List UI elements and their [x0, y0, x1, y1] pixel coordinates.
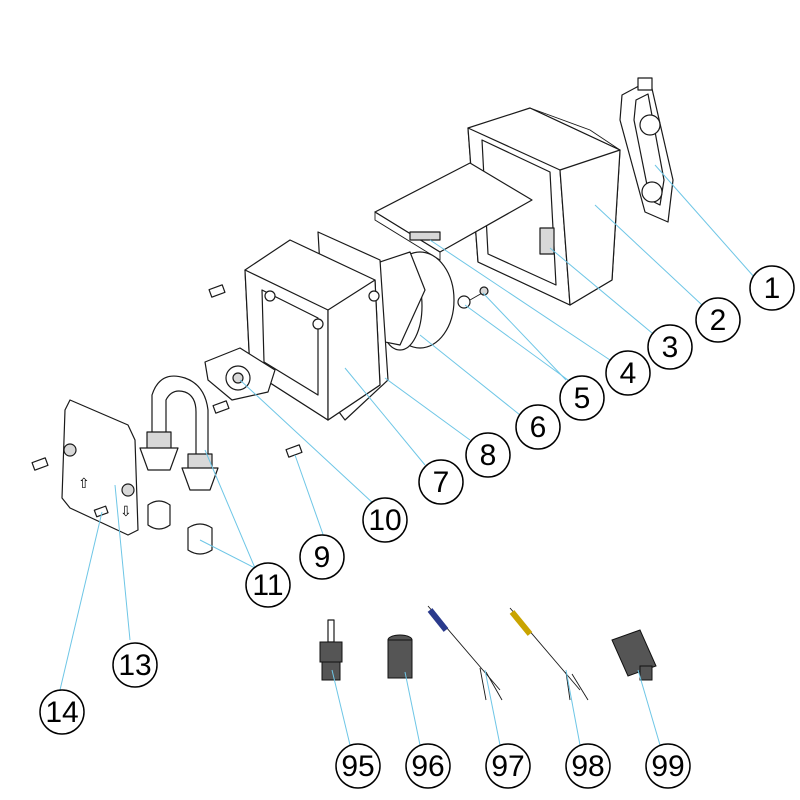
screw-washer-part — [457, 286, 489, 309]
callout-2: 2 — [695, 297, 741, 343]
callout-label: 7 — [433, 466, 450, 499]
arrow-down-icon: ⇩ — [120, 504, 132, 520]
callout-label: 3 — [662, 331, 679, 364]
callout-9: 9 — [299, 534, 345, 580]
circuit-board-part — [374, 162, 533, 261]
callout-3: 3 — [647, 324, 693, 370]
callout-label: 9 — [314, 541, 331, 574]
leader-lines — [59, 164, 756, 746]
callout-label: 5 — [574, 382, 591, 415]
callout-8: 8 — [465, 432, 511, 478]
callout-label: 99 — [651, 750, 684, 783]
tube-fittings-part — [139, 375, 219, 555]
accessory-96-nut — [387, 634, 413, 679]
arrow-up-icon: ⇧ — [78, 476, 90, 492]
callout-98: 98 — [565, 743, 611, 789]
cover-part: ⇧ ⇩ — [61, 399, 139, 536]
callout-14: 14 — [39, 689, 85, 735]
callout-5: 5 — [559, 375, 605, 421]
callout-13: 13 — [112, 642, 158, 688]
callout-label: 98 — [571, 750, 604, 783]
callout-97: 97 — [485, 743, 531, 789]
callout-1: 1 — [749, 265, 795, 311]
callout-4: 4 — [605, 350, 651, 396]
callout-10: 10 — [362, 497, 408, 543]
callout-99: 99 — [645, 743, 691, 789]
callout-95: 95 — [335, 743, 381, 789]
callout-label: 11 — [252, 569, 283, 602]
callout-96: 96 — [405, 743, 451, 789]
screws-part — [31, 284, 303, 518]
motor-part — [374, 251, 455, 351]
callout-label: 97 — [491, 750, 524, 783]
callout-label: 13 — [118, 649, 151, 682]
callout-label: 10 — [368, 504, 401, 537]
accessory-99-valve — [611, 629, 657, 681]
wall-bracket-part — [619, 77, 674, 223]
callout-label: 4 — [620, 357, 637, 390]
callout-11: 11 — [245, 562, 291, 608]
accessory-98-probe — [509, 607, 589, 701]
callout-label: 95 — [341, 750, 374, 783]
callout-6: 6 — [515, 404, 561, 450]
accessory-95-fitting — [319, 619, 343, 681]
callout-label: 8 — [480, 439, 497, 472]
front-housing-part — [244, 231, 389, 421]
callout-label: 1 — [764, 272, 781, 305]
accessory-97-probe — [427, 605, 503, 701]
callout-label: 14 — [45, 696, 78, 729]
callout-7: 7 — [418, 459, 464, 505]
callout-label: 2 — [710, 304, 727, 337]
callout-label: 6 — [530, 411, 547, 444]
rear-housing-part — [467, 107, 621, 306]
callout-label: 96 — [411, 750, 444, 783]
